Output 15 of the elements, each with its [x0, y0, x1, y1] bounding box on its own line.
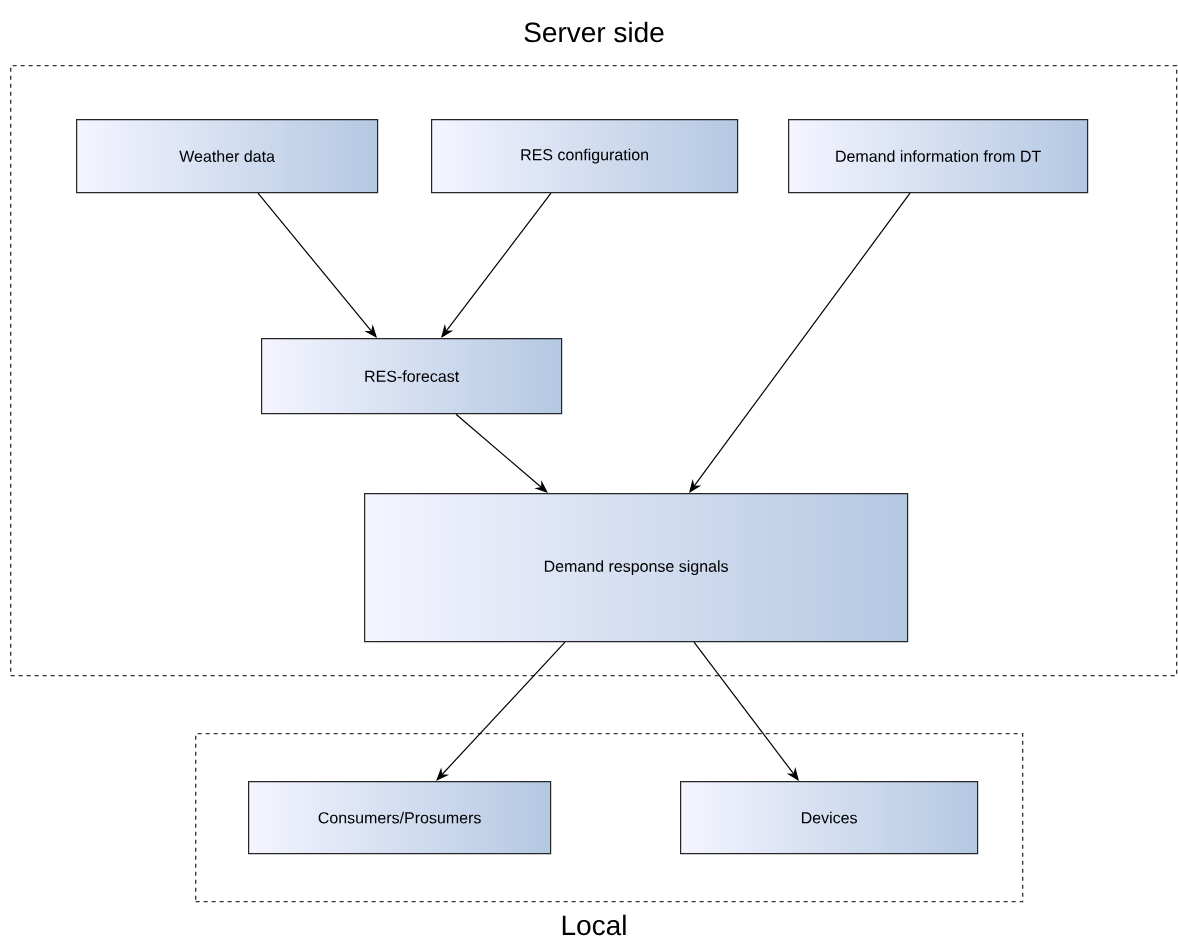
- arrow: [693, 641, 799, 781]
- process-box: Demand information from DT: [788, 119, 1089, 194]
- process-box: Weather data: [76, 119, 379, 194]
- arrow: [441, 192, 552, 338]
- process-box: Consumers/Prosumers: [248, 781, 552, 855]
- process-box: Devices: [680, 781, 979, 855]
- arrow: [689, 192, 911, 493]
- arrow: [455, 413, 548, 493]
- arrow: [257, 192, 377, 338]
- process-box: RES-forecast: [261, 338, 563, 415]
- arrow: [436, 641, 566, 781]
- node-label: Local: [562, 914, 626, 936]
- node-label: Server side: [524, 21, 664, 43]
- process-box: Demand response signals: [364, 493, 909, 643]
- process-box: RES configuration: [431, 119, 739, 194]
